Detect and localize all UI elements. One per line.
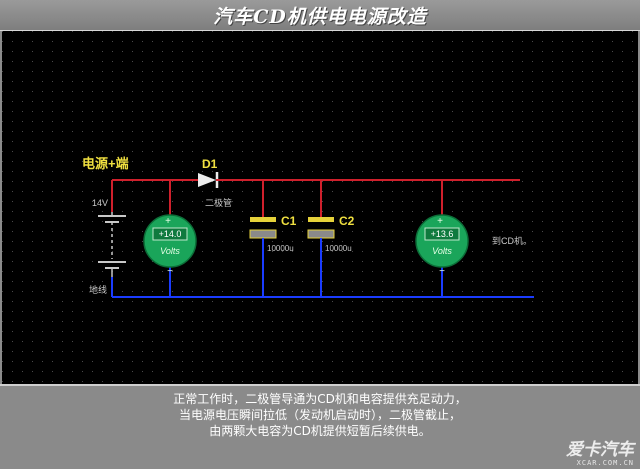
battery-voltage-label: 14V — [92, 198, 108, 208]
diode-name-label: D1 — [202, 157, 218, 171]
c1-name-label: C1 — [281, 214, 297, 228]
ground-rail — [111, 244, 534, 298]
schematic-canvas: +14.0 Volts + − +13.6 Volts + − 电源+端 14V… — [2, 31, 638, 384]
page-title: 汽车CD机供电电源改造 — [213, 5, 427, 28]
capacitor-c2 — [307, 214, 335, 244]
ground-label: 地线 — [89, 284, 107, 295]
voltmeter-1-plus: + — [165, 216, 171, 227]
c1-value-label: 10000u — [267, 244, 294, 253]
watermark-sub: XCAR.COM.CN — [576, 459, 634, 467]
voltmeter-1-reading: +14.0 — [159, 229, 182, 239]
capacitor-c1 — [249, 214, 277, 244]
c2-value-label: 10000u — [325, 244, 352, 253]
diode-desc-label: 二极管 — [205, 197, 232, 208]
circuit-diagram: +14.0 Volts + − +13.6 Volts + − 电源+端 14V… — [2, 31, 638, 384]
caption-line-3: 由两颗大电容为CD机提供短暂后续供电。 — [209, 424, 431, 438]
title-bar: 汽车CD机供电电源改造 — [0, 0, 640, 31]
voltmeter-1-minus: − — [167, 266, 173, 277]
to-cd-label: 到CD机。 — [492, 235, 532, 246]
battery-symbol — [98, 212, 126, 277]
c2-name-label: C2 — [339, 214, 355, 228]
watermark-logo: 爱卡汽车 XCAR.COM.CN — [566, 441, 634, 467]
caption-line-1: 正常工作时，二极管导通为CD机和电容提供充足动力， — [173, 392, 467, 406]
power-positive-label: 电源+端 — [82, 156, 129, 171]
watermark-main: 爱卡汽车 — [566, 440, 634, 460]
voltmeter-2-minus: − — [439, 266, 445, 277]
voltmeter-2-reading: +13.6 — [431, 229, 454, 239]
voltmeter-2: +13.6 Volts + − — [415, 214, 469, 277]
caption-line-2: 当电源电压瞬间拉低（发动机启动时），二极管截止， — [178, 408, 461, 422]
voltmeter-1: +14.0 Volts + − — [143, 214, 197, 277]
caption-panel: 正常工作时，二极管导通为CD机和电容提供充足动力， 当电源电压瞬间拉低（发动机启… — [0, 384, 640, 469]
voltmeter-1-unit: Volts — [160, 246, 180, 256]
positive-rail — [111, 179, 520, 215]
voltmeter-2-unit: Volts — [432, 246, 452, 256]
voltmeter-2-plus: + — [437, 216, 443, 227]
diode-symbol — [198, 172, 224, 188]
